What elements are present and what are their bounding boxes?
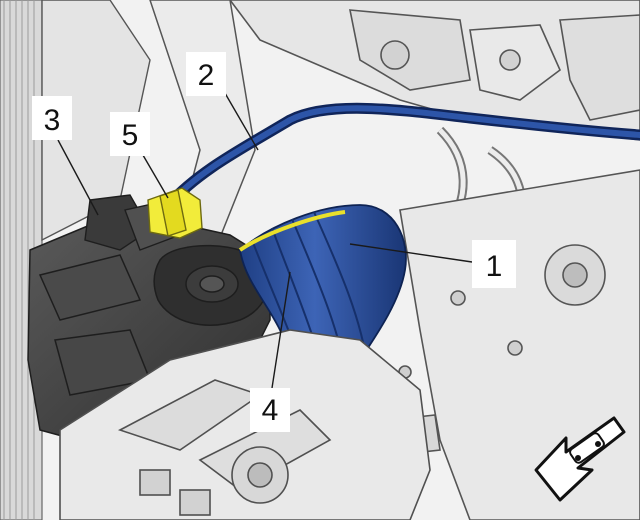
callout-3-label: 3 [44,104,61,137]
callout-4: 4 [250,388,290,432]
callout-leaders [57,87,473,389]
vehicle-front-direction-arrow-icon [534,416,626,502]
callout-5-label: 5 [122,119,139,152]
callout-3: 3 [32,96,72,140]
callout-2-label: 2 [198,59,215,92]
callout-1-label: 1 [486,250,503,283]
hose-clamp-upper [147,187,203,239]
callout-4-label: 4 [262,394,279,427]
foreground-housing [59,329,431,520]
body-panel-right [389,169,640,520]
callout-2: 2 [186,52,226,96]
coolant-pipe [162,102,640,211]
callout-1: 1 [472,240,516,288]
callout-5: 5 [110,112,150,156]
